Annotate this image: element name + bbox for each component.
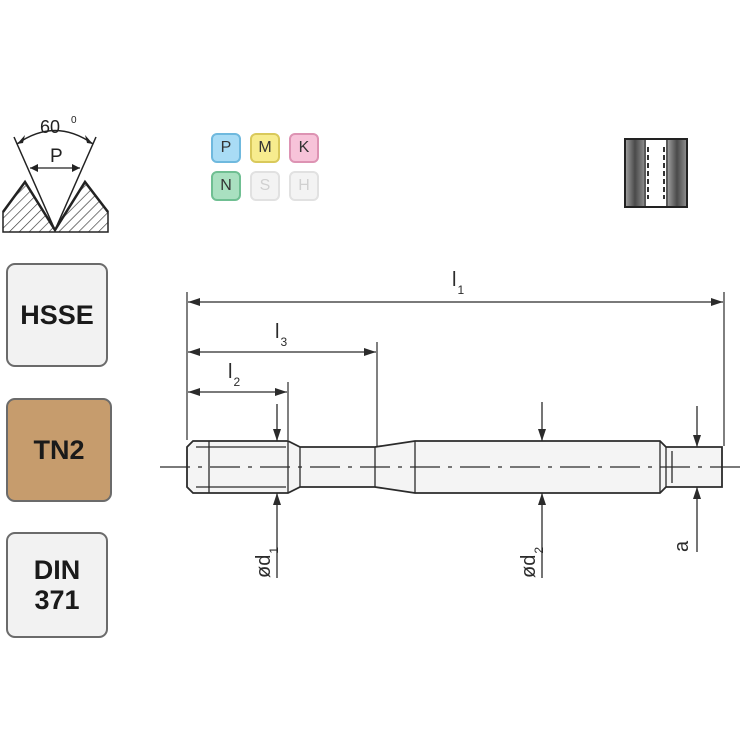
dim-label-l2: l2	[228, 361, 240, 389]
dim-label-d2: ød2	[518, 547, 546, 578]
material-group-k: K	[289, 133, 319, 163]
material-badge: HSSE	[6, 263, 108, 367]
dim-label-l3: l3	[275, 321, 287, 349]
coating-badge: TN2	[6, 398, 112, 502]
dim-label-l1: l1	[452, 269, 464, 297]
material-group-s: S	[250, 171, 280, 201]
thread-angle-label: 60	[40, 117, 60, 137]
standard-badge-line2: 371	[34, 585, 80, 615]
through-hole-icon	[624, 138, 688, 208]
material-group-p: P	[211, 133, 241, 163]
thread-pitch-label: P	[50, 146, 63, 167]
dim-label-a: a	[671, 540, 693, 552]
thread-profile-icon: 60 0 P	[1, 115, 109, 233]
material-group-m: M	[250, 133, 280, 163]
standard-badge: DIN 371	[6, 532, 108, 638]
material-group-h: H	[289, 171, 319, 201]
material-badge-text: HSSE	[20, 300, 94, 330]
coating-badge-text: TN2	[33, 435, 85, 465]
thread-angle-unit: 0	[71, 115, 77, 126]
material-group-n: N	[211, 171, 241, 201]
standard-badge-line1: DIN	[33, 555, 81, 585]
dim-label-d1: ød1	[253, 547, 281, 578]
